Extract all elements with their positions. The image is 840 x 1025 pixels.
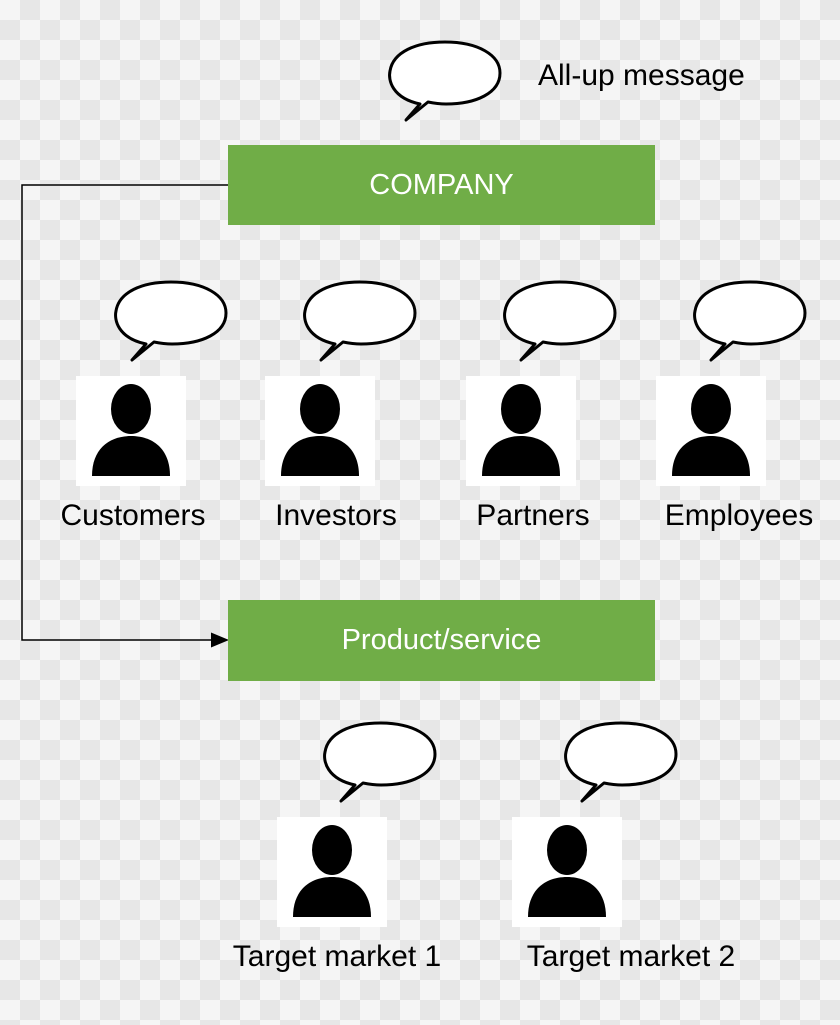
company-label: COMPANY xyxy=(369,168,514,201)
market-label-1: Target market 1 xyxy=(232,940,442,973)
speech-bubble-icon xyxy=(693,280,807,362)
speech-bubble-icon xyxy=(564,721,678,803)
audience-label-customers: Customers xyxy=(60,499,206,532)
person-icon xyxy=(656,376,766,486)
speech-bubble-icon xyxy=(114,280,228,362)
market-label-2: Target market 2 xyxy=(526,940,736,973)
audience-label-employees: Employees xyxy=(664,499,814,532)
speech-bubble-icon xyxy=(303,280,417,362)
product-box: Product/service xyxy=(228,600,655,681)
product-label: Product/service xyxy=(341,624,542,656)
audience-label-partners: Partners xyxy=(476,499,590,532)
person-icon xyxy=(466,376,576,486)
legend-label: All-up message xyxy=(538,59,745,92)
person-icon xyxy=(512,817,622,927)
speech-bubble-icon xyxy=(388,40,502,122)
person-icon xyxy=(277,817,387,927)
speech-bubble-icon xyxy=(503,280,617,362)
audience-label-investors: Investors xyxy=(275,499,397,532)
speech-bubble-icon xyxy=(323,721,437,803)
company-box: COMPANY xyxy=(228,145,655,225)
company-to-product-connector xyxy=(21,184,229,648)
person-icon xyxy=(76,376,186,486)
person-icon xyxy=(265,376,375,486)
